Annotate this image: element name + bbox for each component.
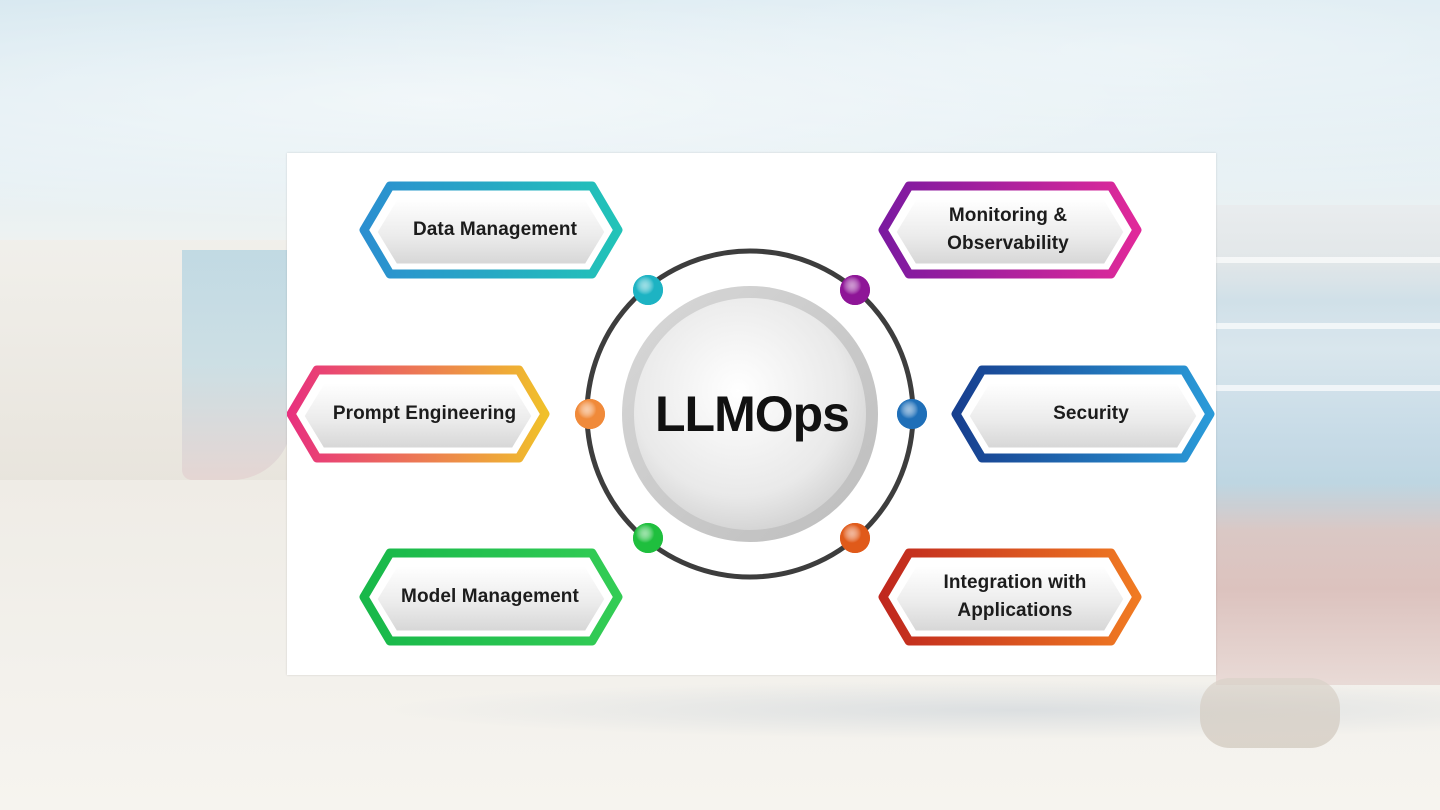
ring-dot-shine-monitoring-observability <box>840 275 870 305</box>
background-boat-right <box>1216 205 1440 685</box>
center-label-llmops: LLMOps <box>622 379 882 449</box>
ring-dot-shine-prompt-engineering <box>575 399 605 429</box>
llmops-diagram-card: LLMOps Data Management Prompt Engineerin… <box>287 153 1216 675</box>
background-log <box>1200 678 1340 748</box>
node-label-prompt-engineering: Prompt Engineering <box>302 382 547 446</box>
ring-dot-shine-data-management <box>633 275 663 305</box>
ring-dot-shine-security <box>897 399 927 429</box>
ring-dot-shine-model-management <box>633 523 663 553</box>
node-label-monitoring-observability: Monitoring & Observability <box>897 198 1119 262</box>
ring-dot-shine-integration-applications <box>840 523 870 553</box>
node-label-model-management: Model Management <box>375 565 605 629</box>
node-label-integration-applications: Integration with Applications <box>897 565 1133 629</box>
node-label-security: Security <box>975 382 1207 446</box>
background-boat-left <box>182 250 292 480</box>
node-label-data-management: Data Management <box>375 198 615 262</box>
